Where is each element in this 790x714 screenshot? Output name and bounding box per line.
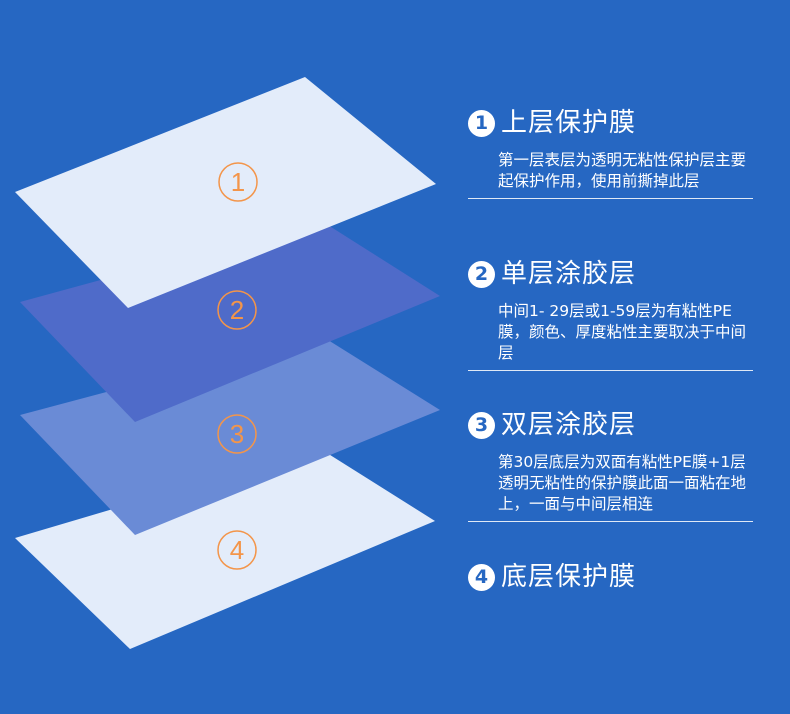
number-badge: 3 bbox=[468, 411, 495, 439]
svg-text:1: 1 bbox=[231, 167, 245, 197]
layer-description: 第30层底层为双面有粘性PE膜+1层透明无粘性的保护膜此面一面粘在地上，一面与中… bbox=[498, 453, 747, 513]
divider bbox=[468, 198, 753, 199]
layer-item-2: 2 单层涂胶层 中间1- 29层或1-59层为有粘性PE膜，颜色、厚度粘性主要取… bbox=[468, 257, 753, 371]
svg-text:4: 4 bbox=[230, 535, 244, 565]
layer-item-1-head: 1 上层保护膜 bbox=[468, 106, 753, 140]
sheet-top-protective-film bbox=[15, 77, 436, 308]
svg-text:3: 3 bbox=[230, 419, 244, 449]
sheet-number-2: 2 bbox=[217, 290, 257, 330]
sheet-bottom-protective-film bbox=[15, 448, 435, 649]
layer-title: 双层涂胶层 bbox=[501, 410, 637, 440]
layer-item-4: 4 底层保护膜 bbox=[468, 560, 753, 594]
layer-item-3-head: 3 双层涂胶层 bbox=[468, 408, 753, 442]
number-badge: 2 bbox=[468, 260, 495, 288]
sheet-number-3: 3 bbox=[217, 414, 257, 454]
layer-item-1: 1 上层保护膜 第一层表层为透明无粘性保护层主要起保护作用，使用前撕掉此层 bbox=[468, 106, 753, 199]
number-badge: 4 bbox=[468, 563, 495, 591]
svg-text:2: 2 bbox=[230, 295, 244, 325]
layer-title: 单层涂胶层 bbox=[501, 259, 637, 289]
layer-title: 底层保护膜 bbox=[501, 562, 637, 592]
sheet-number-1: 1 bbox=[218, 162, 258, 202]
sheet-double-adhesive-layer bbox=[20, 335, 440, 535]
layer-item-4-head: 4 底层保护膜 bbox=[468, 560, 753, 594]
layer-item-3: 3 双层涂胶层 第30层底层为双面有粘性PE膜+1层透明无粘性的保护膜此面一面粘… bbox=[468, 408, 753, 522]
sheet-single-adhesive-layer bbox=[20, 220, 440, 422]
divider bbox=[468, 370, 753, 371]
layer-item-2-head: 2 单层涂胶层 bbox=[468, 257, 753, 291]
layer-description: 第一层表层为透明无粘性保护层主要起保护作用，使用前撕掉此层 bbox=[498, 151, 747, 190]
layer-title: 上层保护膜 bbox=[501, 108, 637, 138]
layer-description: 中间1- 29层或1-59层为有粘性PE膜，颜色、厚度粘性主要取决于中间层 bbox=[498, 302, 747, 362]
number-badge: 1 bbox=[468, 109, 495, 137]
divider bbox=[468, 521, 753, 522]
sheet-number-4: 4 bbox=[217, 530, 257, 570]
